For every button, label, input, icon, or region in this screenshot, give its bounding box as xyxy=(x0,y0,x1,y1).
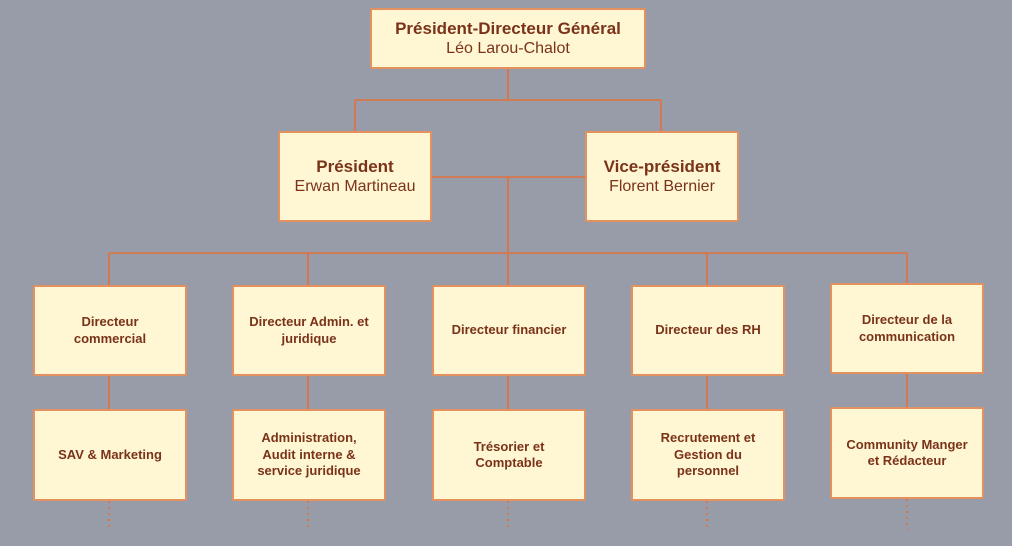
vice-president-role: Vice-président xyxy=(603,157,721,176)
node-director-commercial: Directeur commercial xyxy=(33,285,187,376)
node-vice-president: Vice-président Florent Bernier xyxy=(585,131,739,222)
ceo-person: Léo Larou-Chalot xyxy=(446,40,570,57)
director-financier-role: Directeur financier xyxy=(451,322,567,338)
node-director-rh: Directeur des RH xyxy=(631,285,785,376)
service-recrutement-role: Recrutement et Gestion du personnel xyxy=(660,430,756,479)
director-communication-role: Directeur de la communication xyxy=(858,312,956,344)
director-commercial-role: Directeur commercial xyxy=(73,314,147,346)
node-service-community: Community Manger et Rédacteur xyxy=(830,407,984,499)
node-director-communication: Directeur de la communication xyxy=(830,283,984,374)
node-ceo: Président-Directeur Général Léo Larou-Ch… xyxy=(370,8,646,69)
service-community-role: Community Manger et Rédacteur xyxy=(846,436,968,469)
president-role: Président xyxy=(316,157,394,176)
node-service-sav-marketing: SAV & Marketing xyxy=(33,409,187,501)
node-president: Président Erwan Martineau xyxy=(278,131,432,222)
node-director-admin-juridique: Directeur Admin. et juridique xyxy=(232,285,386,376)
vice-president-person: Florent Bernier xyxy=(609,178,715,195)
service-administration-role: Administration, Audit interne & service … xyxy=(257,430,361,479)
node-service-administration: Administration, Audit interne & service … xyxy=(232,409,386,501)
director-admin-role: Directeur Admin. et juridique xyxy=(249,314,369,346)
node-director-financier: Directeur financier xyxy=(432,285,586,376)
node-service-tresorier: Trésorier et Comptable xyxy=(432,409,586,501)
node-service-recrutement: Recrutement et Gestion du personnel xyxy=(631,409,785,501)
president-person: Erwan Martineau xyxy=(294,178,416,195)
ceo-role: Président-Directeur Général xyxy=(395,19,621,38)
service-sav-role: SAV & Marketing xyxy=(58,446,162,462)
service-tresorier-role: Trésorier et Comptable xyxy=(473,438,545,471)
director-rh-role: Directeur des RH xyxy=(655,322,761,338)
